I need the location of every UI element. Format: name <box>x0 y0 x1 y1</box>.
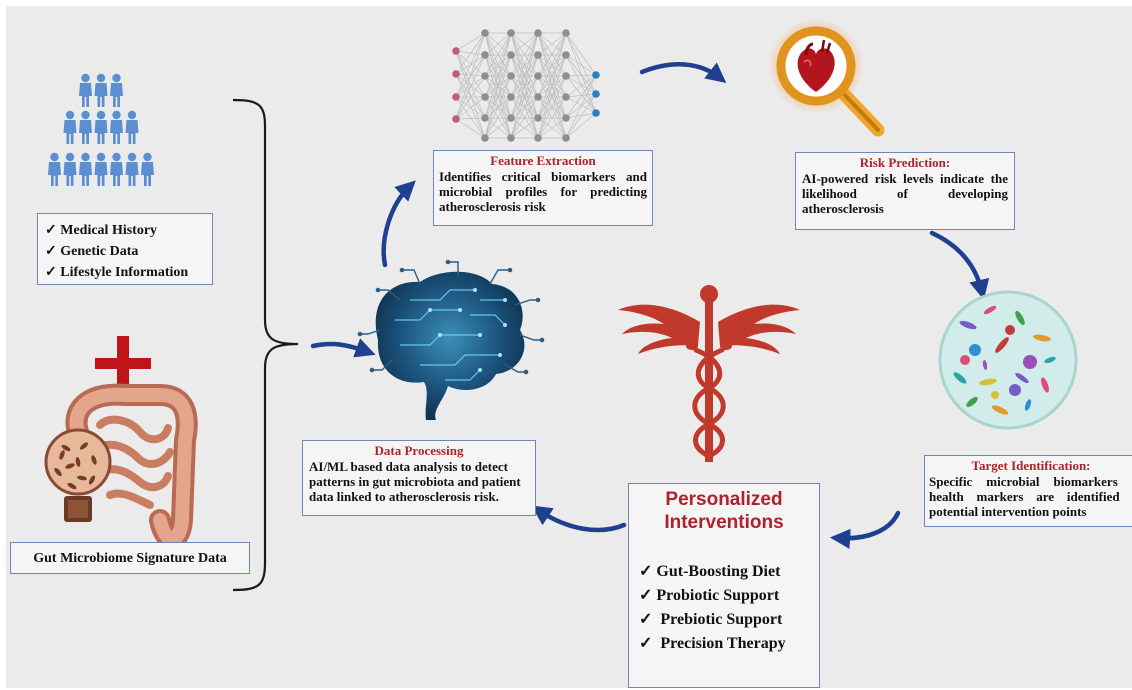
microbe <box>1044 356 1056 364</box>
microbe <box>966 396 978 408</box>
microbe <box>1009 384 1021 396</box>
network-node <box>507 134 515 142</box>
microbe <box>995 337 1009 353</box>
patient-data-list: ✓ Medical History ✓ Genetic Data ✓ Lifes… <box>45 220 212 283</box>
network-node <box>452 93 460 101</box>
network-node <box>507 93 515 101</box>
intervention-item: ✓ Prebiotic Support <box>639 611 783 628</box>
microbe <box>983 305 997 315</box>
microbiome-signature-label: Gut Microbiome Signature Data <box>33 551 227 566</box>
microbe <box>1015 310 1025 326</box>
intervention-item: ✓ Gut-Boosting Diet <box>639 563 781 580</box>
network-node <box>534 29 542 37</box>
network-node <box>507 51 515 59</box>
network-node <box>534 134 542 142</box>
network-node <box>562 29 570 37</box>
network-node <box>592 90 600 98</box>
network-node <box>562 114 570 122</box>
microbe <box>1041 377 1049 393</box>
target-identification-text: Specific microbial biomarkers or health … <box>929 474 1132 519</box>
network-node <box>481 93 489 101</box>
microbe <box>1033 334 1051 342</box>
network-node <box>481 72 489 80</box>
interventions-title-line1: Personalized <box>665 489 783 510</box>
network-node <box>592 109 600 117</box>
feature-extraction-text: Identifies critical biomarkers and micro… <box>439 169 647 214</box>
target-identification-box: Target Identification: Specific microbia… <box>924 455 1132 527</box>
risk-prediction-box: Risk Prediction: AI-powered risk levels … <box>795 152 1015 230</box>
network-node <box>562 134 570 142</box>
risk-prediction-text: AI-powered risk levels indicate the like… <box>802 171 1008 216</box>
network-node <box>481 29 489 37</box>
arrow-interventions-to-processing <box>531 505 627 533</box>
intervention-item: ✓ Precision Therapy <box>639 635 786 652</box>
patient-data-box: ✓ Medical History ✓ Genetic Data ✓ Lifes… <box>37 213 213 285</box>
microbe <box>1024 399 1032 411</box>
target-identification-title: Target Identification: <box>971 458 1091 473</box>
network-node <box>507 72 515 80</box>
arrow-brain-to-feature <box>381 180 416 268</box>
microbe <box>1005 325 1015 335</box>
interventions-list: ✓ Gut-Boosting Diet ✓ Probiotic Support … <box>639 560 819 656</box>
patient-data-item: ✓ Lifestyle Information <box>45 265 189 280</box>
microbe <box>960 355 970 365</box>
microbe <box>953 372 967 384</box>
network-node <box>452 70 460 78</box>
network-node <box>507 114 515 122</box>
microbe <box>959 320 977 330</box>
patient-data-item: ✓ Medical History <box>45 223 158 238</box>
patient-data-item: ✓ Genetic Data <box>45 244 139 259</box>
arrow-bracket-to-brain <box>310 338 376 358</box>
data-processing-text: AI/ML based data analysis to detect patt… <box>309 459 521 504</box>
microbe <box>1023 355 1037 369</box>
network-node <box>534 114 542 122</box>
interventions-title-line2: Interventions <box>664 512 784 533</box>
network-node <box>562 72 570 80</box>
network-node <box>592 71 600 79</box>
arrow-risk-to-microbes <box>929 230 990 300</box>
microbe <box>969 344 981 356</box>
microbe <box>991 391 999 399</box>
microbe <box>991 405 1009 415</box>
data-processing-title: Data Processing <box>374 443 464 458</box>
microbe <box>979 378 997 386</box>
feature-extraction-box: Feature Extraction Identifies critical b… <box>433 150 653 226</box>
network-node <box>534 93 542 101</box>
network-node <box>507 29 515 37</box>
network-node <box>452 47 460 55</box>
feature-extraction-title: Feature Extraction <box>490 153 596 168</box>
network-node <box>562 93 570 101</box>
network-node <box>481 134 489 142</box>
network-node <box>534 72 542 80</box>
microbiome-signature-box: Gut Microbiome Signature Data <box>10 542 250 574</box>
network-node <box>481 114 489 122</box>
interventions-title: Personalized Interventions <box>629 488 819 534</box>
risk-prediction-title: Risk Prediction: <box>859 155 951 170</box>
personalized-interventions-box: Personalized Interventions ✓ Gut-Boostin… <box>628 483 820 688</box>
data-processing-box: Data Processing AI/ML based data analysi… <box>302 440 536 516</box>
intervention-item: ✓ Probiotic Support <box>639 587 780 604</box>
network-node <box>534 51 542 59</box>
arrow-feature-to-risk <box>639 62 727 84</box>
microbe <box>982 360 988 370</box>
arrow-target-to-interventions <box>829 510 901 549</box>
network-node <box>452 115 460 123</box>
network-node <box>481 51 489 59</box>
network-node <box>562 51 570 59</box>
microbe <box>1015 372 1029 384</box>
